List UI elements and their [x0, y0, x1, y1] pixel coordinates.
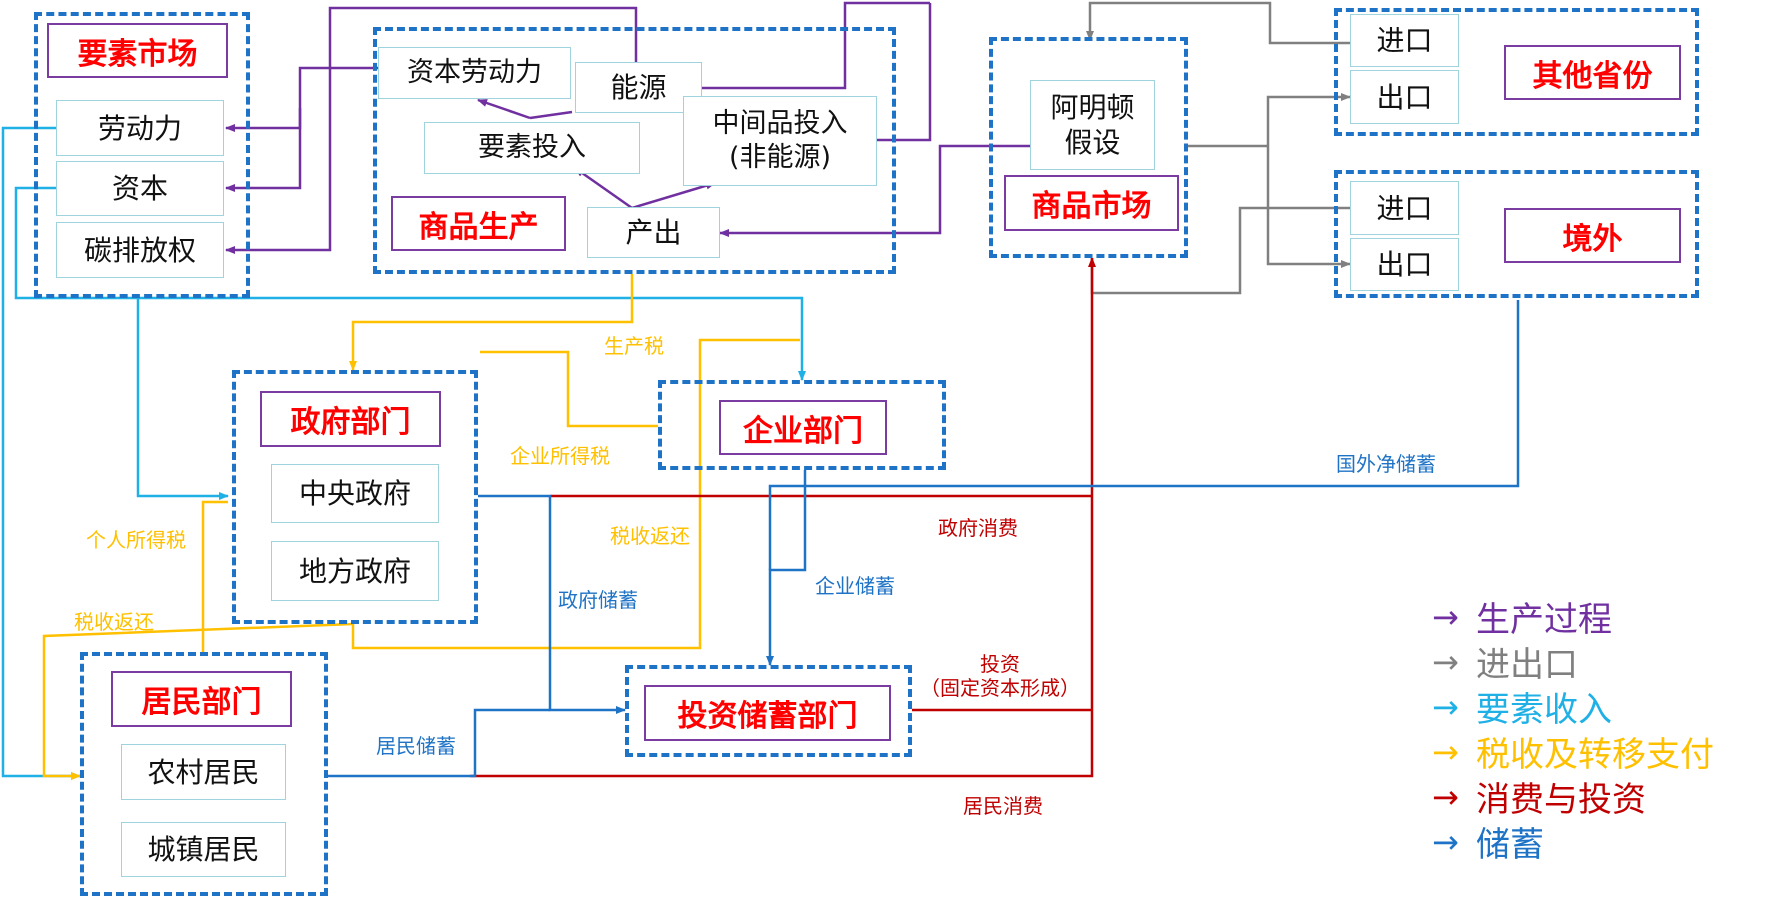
household-title: 居民部门 [111, 671, 292, 727]
flow-labor-to-household [1, 126, 81, 780]
legend-production: →生产过程 [1432, 597, 1612, 641]
flow-capital-to-government [136, 298, 229, 500]
flow-energy-to-market [702, 1, 930, 90]
government-section [232, 370, 478, 624]
foreign-net-savings-label: 国外净储蓄 [1336, 452, 1436, 476]
rural-household-box: 农村居民 [121, 744, 286, 800]
enterprise-savings-label: 企业储蓄 [815, 574, 895, 598]
other-provinces-section [1334, 8, 1699, 136]
household-savings-label: 居民储蓄 [376, 734, 456, 758]
corporate-income-tax-label: 企业所得税 [510, 444, 610, 468]
tax-rebate-household-label: 税收返还 [74, 610, 154, 634]
abroad-import-box: 进口 [1350, 181, 1459, 235]
legend-consumption: →消费与投资 [1432, 777, 1646, 821]
goods-production-section [373, 27, 896, 274]
legend-tax: →税收及转移支付 [1432, 732, 1714, 776]
personal-income-tax-label: 个人所得税 [86, 528, 186, 552]
legend-trade: →进出口 [1432, 642, 1578, 686]
flow-market-to-output [719, 144, 1030, 237]
flow-household-savings [328, 708, 550, 778]
abroad-section [1334, 170, 1699, 298]
flow-enterprise-savings [766, 470, 807, 666]
output-box: 产出 [587, 207, 720, 258]
enterprise-section [658, 380, 946, 470]
other-provinces-title: 其他省份 [1504, 45, 1681, 100]
flow-tax-rebate-household [42, 622, 354, 780]
urban-household-box: 城镇居民 [121, 822, 286, 877]
flow-household-consumption [470, 257, 1096, 778]
flow-to-abroad-export [1266, 146, 1351, 268]
flow-output-to-intermediate [631, 181, 716, 210]
flow-factor-to-energy [529, 110, 573, 120]
flow-capital-labor-to-labor [225, 66, 378, 132]
carbon-permit-box: 碳排放权 [56, 222, 224, 278]
central-government-box: 中央政府 [271, 464, 439, 523]
government-title: 政府部门 [260, 391, 441, 447]
arrow-icon: → [1432, 687, 1459, 726]
goods-market-section [989, 37, 1188, 258]
goods-production-title: 商品生产 [391, 196, 566, 251]
investment-savings-title: 投资储蓄部门 [644, 685, 891, 741]
intermediate-input-box: 中间品投入 (非能源) [683, 96, 877, 186]
flow-gov-savings [478, 494, 626, 714]
flow-province-import-to-market [1086, 1, 1350, 45]
factor-market-title: 要素市场 [47, 23, 228, 78]
flow-factor-to-capital-labor [477, 98, 531, 120]
flow-personal-income-tax [201, 500, 228, 652]
tax-rebate-enterprise-label: 税收返还 [610, 524, 690, 548]
legend-factor-income: →要素收入 [1432, 687, 1612, 731]
flow-capital-to-enterprise [14, 186, 806, 381]
capital-box: 资本 [56, 161, 224, 216]
armington-box: 阿明顿 假设 [1030, 80, 1155, 170]
flow-capital-labor-to-capital [225, 108, 302, 192]
abroad-export-box: 出口 [1350, 238, 1459, 291]
arrow-icon: → [1432, 732, 1459, 771]
legend-savings: →储蓄 [1432, 822, 1544, 866]
production-tax-label: 生产税 [604, 334, 664, 358]
flow-corporate-income-tax [480, 350, 658, 428]
flow-foreign-net-savings [768, 300, 1520, 570]
factor-input-box: 要素投入 [424, 122, 640, 174]
abroad-title: 境外 [1504, 208, 1681, 263]
arrow-icon: → [1432, 822, 1459, 861]
flow-energy-to-carbon [225, 6, 638, 254]
goods-market-title: 商品市场 [1004, 175, 1179, 231]
enterprise-title: 企业部门 [719, 400, 887, 455]
flow-production-tax [349, 274, 634, 371]
energy-box: 能源 [575, 62, 702, 113]
province-export-box: 出口 [1350, 70, 1459, 124]
factor-market-section [34, 12, 250, 298]
household-section [80, 652, 328, 896]
flow-tax-rebate-enterprise [351, 338, 800, 650]
local-government-box: 地方政府 [271, 541, 439, 601]
flow-to-province-export [1266, 93, 1351, 146]
labor-box: 劳动力 [56, 100, 224, 156]
household-consumption-label: 居民消费 [963, 794, 1043, 818]
flow-output-to-factor [574, 166, 633, 210]
arrow-icon: → [1432, 642, 1459, 681]
arrow-icon: → [1432, 597, 1459, 636]
gov-consumption-label: 政府消费 [938, 516, 1018, 540]
capital-labor-box: 资本劳动力 [378, 47, 571, 99]
gov-savings-label: 政府储蓄 [558, 588, 638, 612]
investment-label: 投资 （固定资本形成） [920, 652, 1080, 700]
investment-savings-section [625, 665, 912, 757]
province-import-box: 进口 [1350, 14, 1459, 67]
arrow-icon: → [1432, 777, 1459, 816]
